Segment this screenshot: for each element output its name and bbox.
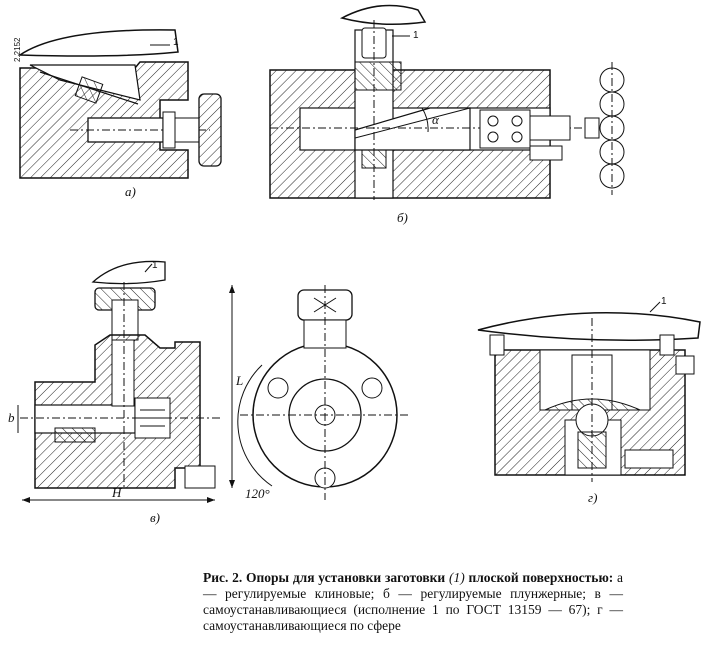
- view-b-label: б): [397, 210, 408, 225]
- view-b-part-number: 1: [413, 30, 419, 41]
- view-g-part-number: 1: [661, 296, 667, 307]
- dim-b: b: [8, 410, 15, 425]
- dim-l: L: [235, 373, 243, 388]
- caption-head: Рис. 2. Опоры для установки заготовки: [203, 570, 446, 585]
- view-a-label: а): [125, 184, 136, 199]
- view-a-part-number: 1: [173, 37, 179, 48]
- caption-part-ref: (1): [448, 570, 465, 585]
- doc-code: 2.2152: [13, 37, 22, 62]
- caption-head-tail: плоской поверхностью:: [468, 570, 614, 585]
- angle-120: 120°: [245, 486, 270, 501]
- view-v-plan: 120°: [237, 285, 410, 501]
- figure-caption: Рис. 2. Опоры для установки заготовки (1…: [203, 570, 623, 634]
- view-v-label: в): [150, 510, 160, 525]
- view-a: 1 а): [17, 29, 222, 199]
- dim-h: H: [111, 485, 122, 500]
- view-g-label: г): [588, 490, 597, 505]
- view-g: 1 г): [477, 296, 701, 505]
- caption-body: а — регулируемые клиновые; б — регулируе…: [203, 570, 624, 633]
- view-b: α 1 б): [269, 4, 625, 225]
- view-v-part-number: 1: [152, 260, 158, 271]
- view-v-section: H L b 1 в): [8, 260, 243, 525]
- view-b-angle-label: α: [432, 112, 440, 127]
